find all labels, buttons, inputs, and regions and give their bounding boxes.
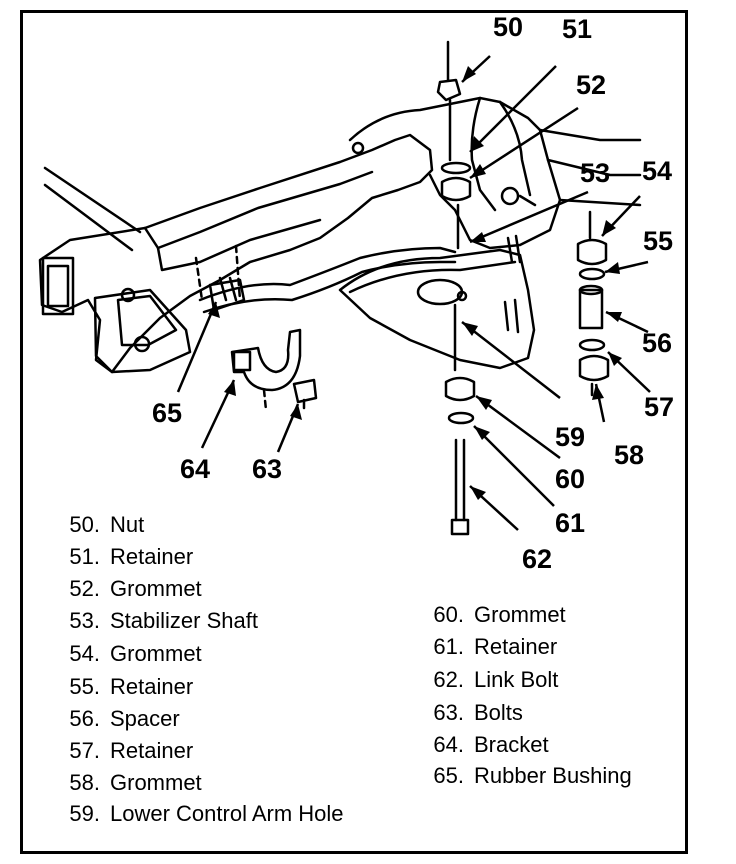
- frame-bracket: [93, 288, 192, 374]
- callout-59: 59: [555, 422, 586, 452]
- callout-56: 56: [642, 328, 673, 358]
- legend-item: 56.Spacer: [69, 706, 180, 731]
- callout-65: 65: [152, 398, 183, 428]
- legend-item: 64.Bracket: [433, 732, 549, 757]
- frame-rail-lower: [43, 183, 134, 252]
- callout-61: 61: [555, 508, 586, 538]
- legend-item: 61.Retainer: [433, 634, 558, 659]
- legend-item: 53.Stabilizer Shaft: [69, 608, 258, 633]
- spacer-56: [578, 288, 604, 330]
- lower-control-arm: [338, 248, 536, 370]
- callout-53: 53: [580, 158, 611, 188]
- grommet-60: [444, 376, 476, 402]
- bolt-part: [292, 378, 318, 404]
- legend-item: 63.Bolts: [433, 700, 523, 725]
- grommet-58: [578, 354, 610, 382]
- link-bolt: [454, 438, 466, 522]
- callout-57: 57: [644, 392, 675, 422]
- legend-item: 62.Link Bolt: [433, 667, 559, 692]
- callout-58: 58: [614, 440, 645, 470]
- callout-50: 50: [493, 12, 524, 42]
- frame-rail-upper: [43, 166, 142, 234]
- callout-60: 60: [555, 464, 586, 494]
- callout-54: 54: [642, 156, 673, 186]
- frame-tube-end: [41, 256, 75, 316]
- grommet-52: [440, 176, 472, 202]
- callout-51: 51: [562, 14, 593, 44]
- bracket-part: [230, 328, 302, 392]
- legend-item: 52.Grommet: [69, 576, 202, 601]
- callout-52: 52: [576, 70, 607, 100]
- legend-item: 55.Retainer: [69, 674, 194, 699]
- grommet-54: [576, 238, 608, 266]
- callout-55: 55: [643, 226, 674, 256]
- legend-item: 57.Retainer: [69, 738, 194, 763]
- nut-50: [436, 78, 462, 102]
- legend-item: 54.Grommet: [69, 641, 202, 666]
- callout-63: 63: [252, 454, 283, 484]
- stabilizer-shaft: [198, 246, 457, 302]
- legend-item: 59.Lower Control Arm Hole: [69, 801, 344, 826]
- legend-item: 60.Grommet: [433, 602, 566, 627]
- callout-62: 62: [522, 544, 553, 574]
- legend-item: 65.Rubber Bushing: [433, 763, 632, 788]
- legend-item: 58.Grommet: [69, 770, 202, 795]
- legend-item: 50.Nut: [69, 512, 145, 537]
- crossmember: [38, 133, 434, 374]
- callout-64: 64: [180, 454, 211, 484]
- legend-item: 51.Retainer: [69, 544, 194, 569]
